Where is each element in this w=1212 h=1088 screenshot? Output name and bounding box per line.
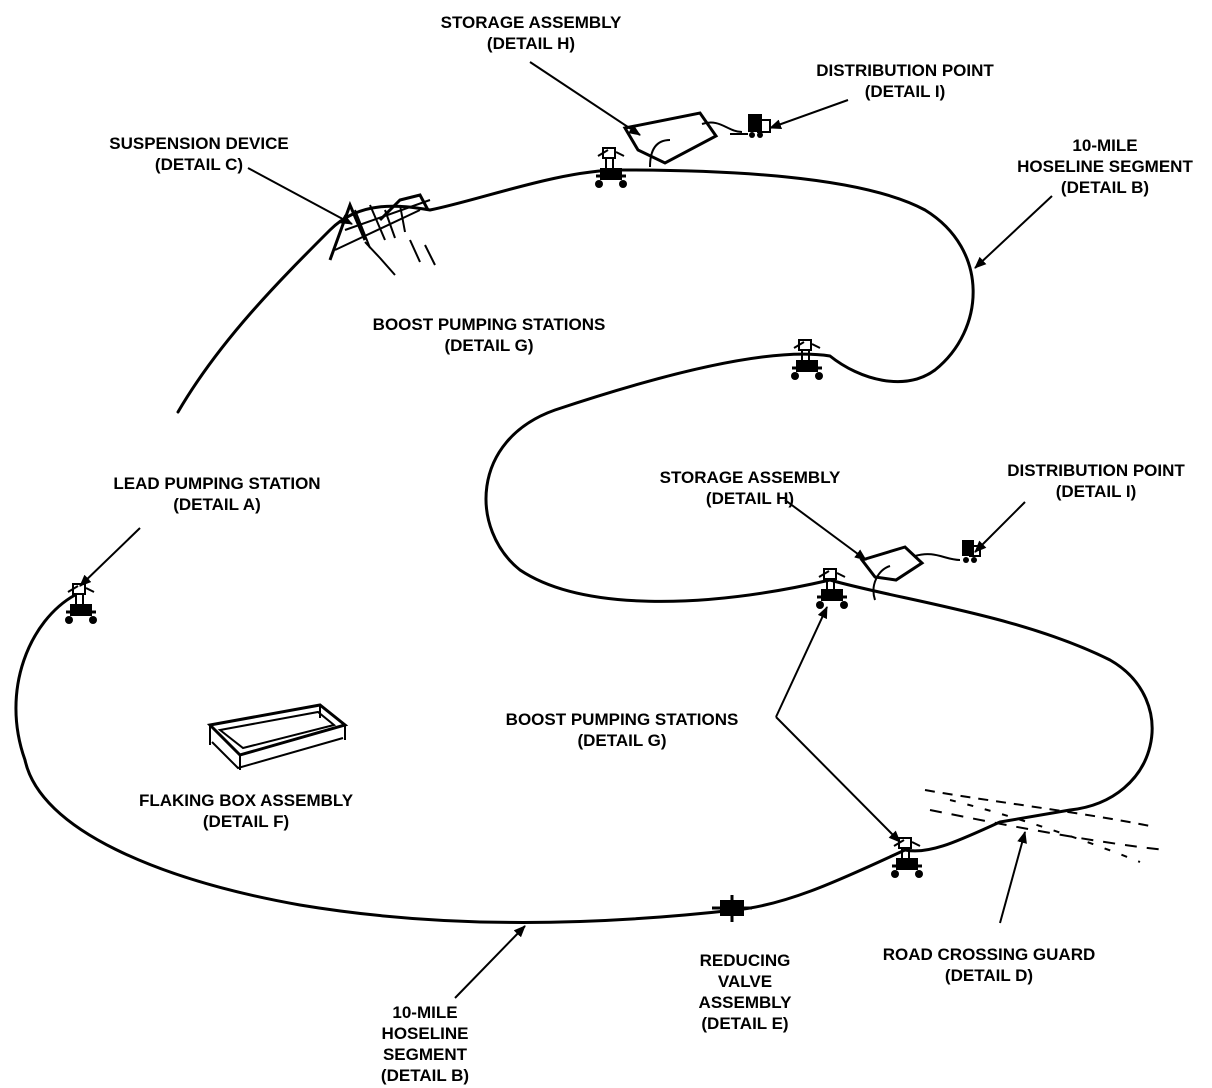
label-road-crossing-guard: ROAD CROSSING GUARD (DETAIL D): [883, 944, 1096, 986]
suspension-device: [328, 193, 436, 276]
label-line: LEAD PUMPING STATION: [113, 474, 321, 493]
label-line: SUSPENSION DEVICE: [109, 134, 289, 153]
label-line: (DETAIL G): [444, 336, 534, 355]
arrow-boost-to-lower: [775, 716, 901, 843]
label-line: BOOST PUMPING STATIONS: [505, 710, 739, 729]
storage-assembly-top: [622, 111, 743, 168]
label-line: (DETAIL B): [1060, 178, 1150, 197]
label-lead-pumping-station: LEAD PUMPING STATION (DETAIL A): [113, 473, 320, 515]
label-boost-pumping-stations-top: BOOST PUMPING STATIONS (DETAIL G): [373, 314, 606, 356]
arrow-storage-top: [529, 61, 641, 136]
label-hoseline-segment-top: 10-MILE HOSELINE SEGMENT (DETAIL B): [1017, 135, 1193, 198]
label-line: BOOST PUMPING STATIONS: [372, 315, 606, 334]
boost-pumping-station-top: [593, 146, 629, 190]
label-line: STORAGE ASSEMBLY: [659, 468, 841, 487]
label-line: STORAGE ASSEMBLY: [440, 13, 622, 32]
label-boost-pumping-stations-mid: BOOST PUMPING STATIONS (DETAIL G): [506, 709, 739, 751]
label-line: ROAD CROSSING GUARD: [882, 945, 1096, 964]
label-line: (DETAIL C): [154, 155, 244, 174]
label-line: (DETAIL G): [577, 731, 667, 750]
label-line: (DETAIL D): [944, 966, 1034, 985]
boost-pumping-station-bottom: [889, 836, 925, 880]
label-line: (DETAIL I): [864, 82, 946, 101]
arrow-hoseline-top: [974, 195, 1053, 269]
label-line: HOSELINE SEGMENT: [1017, 157, 1193, 176]
arrow-lead: [79, 527, 141, 587]
label-line: DISTRIBUTION POINT: [816, 61, 994, 80]
label-storage-assembly-mid: STORAGE ASSEMBLY (DETAIL H): [660, 467, 841, 509]
arrow-road-crossing: [999, 831, 1027, 924]
label-line: 10-MILE: [1072, 136, 1138, 155]
label-line: VALVE: [717, 972, 773, 991]
label-line: (DETAIL H): [705, 489, 795, 508]
arrow-storage-mid: [784, 499, 867, 561]
arrow-hoseline-bottom: [454, 925, 526, 999]
arrow-boost-to-upper: [775, 606, 828, 718]
label-flaking-box-assembly: FLAKING BOX ASSEMBLY (DETAIL F): [139, 790, 353, 832]
distribution-point-mid: [962, 540, 981, 563]
reducing-valve-assembly: [712, 895, 752, 922]
label-hoseline-segment-bottom: 10-MILE HOSELINE SEGMENT (DETAIL B): [381, 1002, 469, 1086]
boost-pumping-station-lower: [814, 567, 850, 611]
label-storage-assembly-top: STORAGE ASSEMBLY (DETAIL H): [441, 12, 622, 54]
distribution-point-top: [730, 114, 771, 138]
label-line: HOSELINE: [381, 1024, 469, 1043]
label-line: REDUCING: [699, 951, 791, 970]
flaking-box-assembly: [206, 703, 349, 770]
label-reducing-valve-assembly: REDUCING VALVE ASSEMBLY (DETAIL E): [699, 950, 792, 1034]
label-line: SEGMENT: [382, 1045, 468, 1064]
label-line: (DETAIL B): [380, 1066, 470, 1085]
label-distribution-point-top: DISTRIBUTION POINT (DETAIL I): [816, 60, 994, 102]
arrow-suspension: [247, 167, 353, 225]
label-line: (DETAIL I): [1055, 482, 1137, 501]
lead-pumping-station: [63, 582, 99, 626]
label-line: FLAKING BOX ASSEMBLY: [138, 791, 354, 810]
arrow-distribution-top: [769, 99, 849, 129]
label-distribution-point-mid: DISTRIBUTION POINT (DETAIL I): [1007, 460, 1185, 502]
label-suspension-device: SUSPENSION DEVICE (DETAIL C): [109, 133, 289, 175]
storage-assembly-mid: [859, 545, 961, 601]
label-line: (DETAIL F): [202, 812, 290, 831]
label-line: 10-MILE: [392, 1003, 458, 1022]
label-line: ASSEMBLY: [698, 993, 792, 1012]
road-crossing-guard: [924, 789, 1166, 863]
label-line: (DETAIL H): [486, 34, 576, 53]
label-line: (DETAIL E): [701, 1014, 789, 1033]
label-line: DISTRIBUTION POINT: [1007, 461, 1185, 480]
label-line: (DETAIL A): [173, 495, 261, 514]
boost-pumping-station-middle: [789, 338, 825, 382]
arrow-distribution-mid: [974, 501, 1026, 553]
